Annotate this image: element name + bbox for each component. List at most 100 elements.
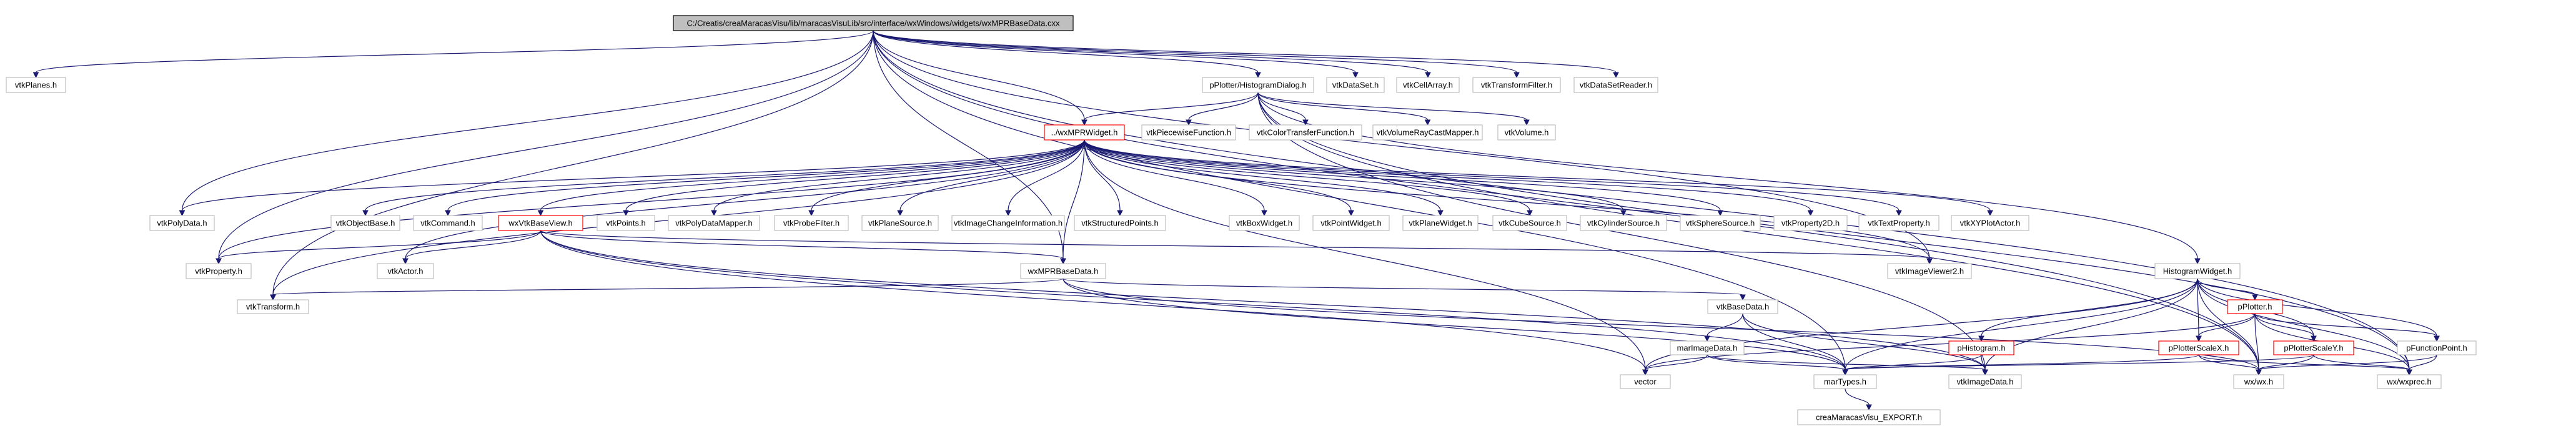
node-vtkimageviewer2-h[interactable]: vtkImageViewer2.h — [1887, 263, 1972, 279]
node-wxmprwidget-h[interactable]: ../wxMPRWidget.h — [1044, 124, 1125, 141]
node-vtkpolydata-h[interactable]: vtkPolyData.h — [149, 215, 215, 231]
edge-wxvtkbaseview-h-to-vtkactor-h — [402, 230, 542, 265]
node-phistogram-h[interactable]: pHistogram.h — [1948, 340, 2014, 355]
node-vtkpolydatamapper-h[interactable]: vtkPolyDataMapper.h — [668, 215, 760, 231]
node-vtkproperty2d-h[interactable]: vtkProperty2D.h — [1773, 215, 1848, 231]
node-histogramwidget-h[interactable]: HistogramWidget.h — [2154, 263, 2241, 279]
node-label: vtkPointWidget.h — [1320, 219, 1382, 228]
node-box — [1797, 409, 1941, 425]
node-vtkspheresource-h[interactable]: vtkSphereSource.h — [1680, 215, 1761, 231]
node-vtkxyplotactor-h[interactable]: vtkXYPlotActor.h — [1951, 215, 2029, 231]
node-vtkstructuredpoints-h[interactable]: vtkStructuredPoints.h — [1074, 215, 1166, 231]
edge-c-creatis-creamaracasvisu-lib-maracasvisulib-src-interface-wxwindows-widgets-wxmprbasedata-cxx-to-vtkdataset-h — [873, 30, 1359, 79]
edge-pplotterscalex-h-to-wx-wx-h — [2198, 354, 2262, 376]
node-c-creatis-creamaracasvisu-lib-maracasvisulib-src-interface-wxwindows-widgets-wxmprbasedata-cxx[interactable]: C:/Creatis/creaMaracasVisu/lib/maracasVi… — [673, 15, 1074, 31]
edge-wxmprwidget-h-to-vtkcylindersource-h — [1084, 139, 1627, 217]
node-box — [774, 215, 849, 231]
node-wxmprbasedata-h[interactable]: wxMPRBaseData.h — [1020, 263, 1106, 279]
edge-pplotter-histogramdialog-h-to-vtkvolumeraycastmapper-h — [1257, 92, 1431, 126]
node-box — [597, 215, 655, 231]
node-wx-wxprec-h[interactable]: wx/wxprec.h — [2377, 374, 2442, 389]
node-vtktextproperty-h[interactable]: vtkTextProperty.h — [1858, 215, 1939, 231]
node-vtkcylindersource-h[interactable]: vtkCylinderSource.h — [1580, 215, 1667, 231]
node-box — [1202, 77, 1314, 93]
node-vtktransformfilter-h[interactable]: vtkTransformFilter.h — [1472, 77, 1561, 93]
node-vtkboxwidget-h[interactable]: vtkBoxWidget.h — [1229, 215, 1300, 231]
node-label: vtkCommand.h — [420, 219, 475, 228]
node-label: pPlotter.h — [2238, 302, 2272, 312]
node-pplotter-h[interactable]: pPlotter.h — [2227, 299, 2283, 314]
node-box — [1326, 77, 1385, 93]
edge-wxmprwidget-h-to-vtkprobefilter-h — [808, 139, 1085, 217]
node-box — [1396, 77, 1460, 93]
node-vtkplanewidget-h[interactable]: vtkPlaneWidget.h — [1402, 215, 1479, 231]
edge-wxmprbasedata-h-to-vtkbasedata-h — [1063, 278, 1746, 301]
node-vtkimagechangeinformation-h[interactable]: vtkImageChangeInformation.h — [951, 215, 1065, 231]
node-box — [1813, 374, 1877, 389]
node-wx-wx-h[interactable]: wx/wx.h — [2233, 374, 2284, 389]
node-wxvtkbaseview-h[interactable]: wxVtkBaseView.h — [498, 215, 583, 231]
node-pplotterscalex-h[interactable]: pPlotterScaleX.h — [2158, 340, 2239, 355]
edge-wxvtkbaseview-h-to-vtkproperty-h — [215, 230, 542, 265]
node-label: vtkImageChangeInformation.h — [954, 219, 1063, 228]
edge-wxmprwidget-h-to-vtkplanesource-h — [897, 139, 1085, 217]
node-vtkimagedata-h[interactable]: vtkImageData.h — [1948, 374, 2022, 389]
node-vtkplanes-h[interactable]: vtkPlanes.h — [6, 77, 66, 93]
node-box — [1951, 215, 2029, 231]
node-label: pFunctionPoint.h — [2406, 344, 2467, 353]
node-vtkcolortransferfunction-h[interactable]: vtkColorTransferFunction.h — [1249, 124, 1362, 141]
edge-pplotter-h-to-pplotterscaley-h — [2254, 313, 2317, 342]
node-pfunctionpoint-h[interactable]: pFunctionPoint.h — [2397, 340, 2477, 355]
node-pplotterscaley-h[interactable]: pPlotterScaleY.h — [2273, 340, 2354, 355]
node-vtkcubesource-h[interactable]: vtkCubeSource.h — [1492, 215, 1567, 231]
edge-wxmprwidget-h-to-vtkpoints-h — [623, 139, 1085, 217]
node-vtkbasedata-h[interactable]: vtkBaseData.h — [1707, 299, 1778, 314]
node-vtkproperty-h[interactable]: vtkProperty.h — [186, 263, 252, 279]
edge-wxmprwidget-h-to-vtkxyplotactor-h — [1084, 139, 1993, 217]
node-vtkactor-h[interactable]: vtkActor.h — [377, 263, 434, 279]
node-label: vector — [1634, 377, 1657, 387]
node-vtkpiecewisefunction-h[interactable]: vtkPiecewiseFunction.h — [1141, 124, 1236, 141]
node-box — [2158, 340, 2239, 355]
edge-pplotter-histogramdialog-h-to-vtkpiecewisefunction-h — [1186, 92, 1259, 126]
node-box — [1141, 124, 1236, 141]
node-box — [951, 215, 1065, 231]
edge-martypes-h-to-creamaracasvisu-export-h — [1845, 388, 1872, 411]
node-vtkobjectbase-h[interactable]: vtkObjectBase.h — [330, 215, 400, 231]
node-label: pPlotterScaleX.h — [2169, 344, 2229, 353]
node-vtkprobefilter-h[interactable]: vtkProbeFilter.h — [774, 215, 849, 231]
node-label: vtkPlaneSource.h — [868, 219, 932, 228]
node-vtkpointwidget-h[interactable]: vtkPointWidget.h — [1312, 215, 1390, 231]
node-box — [1887, 263, 1972, 279]
node-vtkvolumeraycastmapper-h[interactable]: vtkVolumeRayCastMapper.h — [1372, 124, 1483, 141]
node-label: vtkSphereSource.h — [1686, 219, 1755, 228]
node-creamaracasvisu-export-h[interactable]: creaMaracasVisu_EXPORT.h — [1797, 409, 1941, 425]
node-vtkdatasetreader-h[interactable]: vtkDataSetReader.h — [1573, 77, 1658, 93]
edge-c-creatis-creamaracasvisu-lib-maracasvisulib-src-interface-wxwindows-widgets-wxmprbasedata-cxx-to-vtkdatasetreader-h — [873, 30, 1619, 79]
edge-pfunctionpoint-h-to-wx-wx-h — [2256, 354, 2437, 376]
node-marimagedata-h[interactable]: marImageData.h — [1670, 340, 1745, 355]
edge-wxmprwidget-h-to-vtkobjectbase-h — [362, 139, 1085, 217]
node-label: vtkPlaneWidget.h — [1409, 219, 1472, 228]
node-label: vtkTransform.h — [246, 302, 300, 312]
node-label: wx/wxprec.h — [2386, 377, 2432, 387]
node-box — [237, 299, 309, 314]
node-box — [1858, 215, 1939, 231]
node-label: vtkProperty.h — [195, 267, 242, 276]
node-martypes-h[interactable]: marTypes.h — [1813, 374, 1877, 389]
node-vtkvolume-h[interactable]: vtkVolume.h — [1497, 124, 1556, 141]
node-box — [2273, 340, 2354, 355]
node-vtkpoints-h[interactable]: vtkPoints.h — [597, 215, 655, 231]
node-vtktransform-h[interactable]: vtkTransform.h — [237, 299, 309, 314]
node-vtkcommand-h[interactable]: vtkCommand.h — [413, 215, 483, 231]
edge-wxvtkbaseview-h-to-vtkimageviewer2-h — [540, 230, 1933, 265]
node-box — [1372, 124, 1483, 141]
node-vtkdataset-h[interactable]: vtkDataSet.h — [1326, 77, 1385, 93]
node-vtkplanesource-h[interactable]: vtkPlaneSource.h — [861, 215, 939, 231]
node-vector[interactable]: vector — [1620, 374, 1671, 389]
edge-wxmprwidget-h-to-wxvtkbaseview-h — [537, 139, 1085, 217]
node-label: wx/wx.h — [2244, 377, 2273, 387]
node-vtkcellarray-h[interactable]: vtkCellArray.h — [1396, 77, 1460, 93]
node-pplotter-histogramdialog-h[interactable]: pPlotter/HistogramDialog.h — [1202, 77, 1314, 93]
